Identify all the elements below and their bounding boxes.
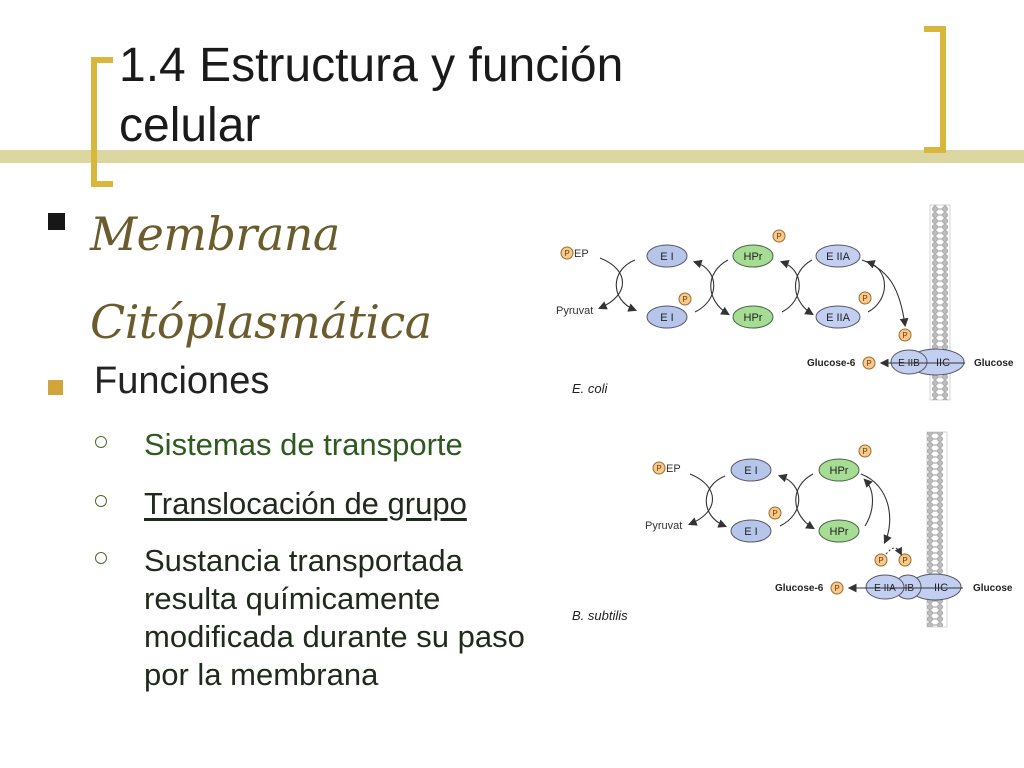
enzyme-eiia: [865, 574, 905, 600]
svg-text:P: P: [866, 359, 871, 368]
pyruvate-label: Pyruvat: [645, 520, 682, 532]
hpr-phosphate-icon: [858, 444, 872, 458]
pep-label: EP: [666, 463, 681, 475]
right-bracket-decoration: [924, 26, 946, 153]
ecoli-pts-diagram: P EP Pyruvat E I E I P HPr P HPr E IIA E…: [556, 204, 1014, 401]
slide-title: 1.4 Estructura y función celular: [119, 36, 899, 156]
enzyme-eiia-top: [815, 244, 861, 268]
ei-top-label: E I: [660, 251, 673, 263]
enzyme-ei-bottom: [646, 305, 688, 329]
ei-phosphate-icon: [768, 506, 782, 520]
enzyme-eiia-bottom: [815, 305, 861, 329]
bsubtilis-pts-diagram: P EP Pyruvat E I E I P HPr P HPr P P IIC…: [572, 431, 1013, 628]
hpr-bottom: [818, 519, 860, 543]
circle-bullet-icon: [95, 436, 107, 448]
circle-bullet-icon: [95, 552, 107, 564]
hpr-bottom-label: HPr: [744, 312, 763, 324]
pyruvate-label: Pyruvat: [556, 305, 593, 317]
eiia-phosphate-icon: [858, 291, 872, 305]
title-underline-bar: [0, 150, 1024, 163]
hpr-top-label: HPr: [830, 465, 849, 477]
svg-text:P: P: [772, 509, 777, 518]
title-line-1: 1.4 Estructura y función: [119, 39, 624, 92]
iib-phosphate-icon: [898, 553, 912, 567]
phospho-label: P: [564, 249, 569, 258]
ei-top-label: E I: [744, 465, 757, 477]
title-line-2: celular: [119, 99, 261, 152]
eiia-top-label: E IIA: [826, 251, 851, 263]
heading-line-1: Membrana: [90, 207, 340, 261]
list-item-text: Translocación de grupo: [144, 486, 467, 521]
left-bracket-decoration: [91, 57, 113, 187]
glucose-label: Glucose: [973, 583, 1013, 594]
hpr-top: [818, 458, 860, 482]
enzyme-ei-bottom: [730, 519, 772, 543]
eiia-phosphate-icon: [874, 553, 888, 567]
svg-text:P: P: [902, 331, 907, 340]
glucose6-phosphate-icon: [862, 356, 876, 370]
hpr-top-label: HPr: [744, 251, 763, 263]
heading-bullet-icon: [48, 213, 65, 230]
hpr-bottom-label: HPr: [830, 526, 849, 538]
svg-text:P: P: [776, 232, 781, 241]
hpr-top: [732, 244, 774, 268]
eiia-bottom-label: E IIA: [826, 312, 851, 324]
list-item-text: Sustancia transportada resulta químicame…: [144, 543, 525, 692]
ei-bottom-label: E I: [660, 312, 673, 324]
section-heading: Membrana Citóplasmática: [90, 190, 550, 366]
svg-text:P: P: [862, 447, 867, 456]
list-item-text: Sistemas de transporte: [144, 427, 463, 462]
eiib-phosphate-icon: [898, 328, 912, 342]
circle-bullet-icon: [95, 495, 107, 507]
organism-label: B. subtilis: [572, 608, 628, 623]
svg-text:P: P: [902, 556, 907, 565]
organism-label: E. coli: [572, 381, 609, 396]
pep-phosphate-icon: [560, 246, 574, 260]
svg-text:P: P: [834, 584, 839, 593]
heading-line-2: Citóplasmática: [90, 295, 432, 349]
glucose6-label: Glucose-6: [775, 583, 824, 594]
pep-label: EP: [574, 248, 589, 260]
glucose-label: Glucose: [974, 358, 1014, 369]
enzyme-ei-top: [730, 458, 772, 482]
hpr-bottom: [732, 305, 774, 329]
svg-text:P: P: [682, 295, 687, 304]
glucose6-phosphate-icon: [830, 581, 844, 595]
glucose6-label: Glucose-6: [807, 358, 856, 369]
svg-text:P: P: [878, 556, 883, 565]
ei-bottom-label: E I: [744, 526, 757, 538]
enzyme-eiib: [890, 349, 928, 375]
ei-phosphate-icon: [678, 292, 692, 306]
svg-text:P: P: [656, 464, 661, 473]
subheading-bullet-icon: [48, 380, 63, 395]
pep-phosphate-icon: [652, 461, 666, 475]
svg-text:P: P: [862, 294, 867, 303]
enzyme-ei-top: [646, 244, 688, 268]
hpr-phosphate-icon: [772, 229, 786, 243]
subheading: Funciones: [94, 360, 270, 402]
